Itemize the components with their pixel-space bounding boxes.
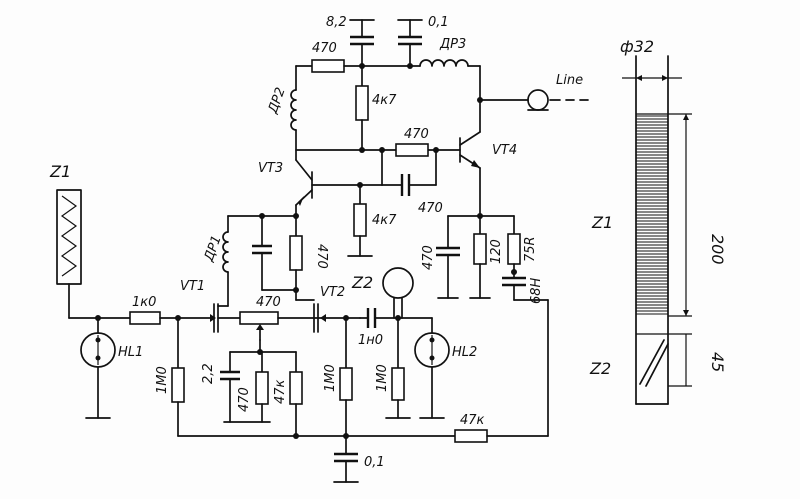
transistor-vt3 xyxy=(295,159,383,217)
label-r-120: 120 xyxy=(489,239,504,264)
label-hl1: HL1 xyxy=(118,345,143,360)
label-r-47k-fb: 47к xyxy=(460,413,485,428)
resistor-1m0-c xyxy=(385,317,411,419)
bottom-bus xyxy=(177,299,549,443)
capacitor-0-1-top xyxy=(397,19,423,67)
choke-dr3 xyxy=(419,59,481,133)
label-dr1: ДР1 xyxy=(201,234,224,265)
label-c-470-out: 470 xyxy=(421,245,436,270)
label-r-47k-a: 47к xyxy=(273,379,288,404)
lamp-hl2 xyxy=(414,317,450,419)
label-vt4: VT4 xyxy=(492,143,517,158)
label-z1: Z1 xyxy=(49,162,71,181)
label-c-470-a: 470 xyxy=(237,387,252,412)
label-pot-470: 470 xyxy=(256,295,281,310)
label-dim-45: 45 xyxy=(708,352,727,372)
loop-antenna-z2 xyxy=(382,267,414,319)
label-vt3: VT3 xyxy=(258,161,283,176)
label-r-470-fb: 470 xyxy=(404,127,429,142)
label-dim-diameter: ф32 xyxy=(620,37,654,56)
label-r-1m0-b: 1М0 xyxy=(323,364,338,392)
label-r-1k0: 1к0 xyxy=(132,295,156,310)
label-vt1: VT1 xyxy=(180,279,205,294)
transistor-vt2 xyxy=(295,299,361,333)
label-r-4k7-b: 4к7 xyxy=(372,213,397,228)
label-hl2: HL2 xyxy=(452,345,477,360)
potentiometer-470 xyxy=(239,311,319,355)
label-c-0-1-top: 0,1 xyxy=(428,15,449,30)
label-line: Line xyxy=(556,73,583,88)
coil-winding-hatch xyxy=(636,115,668,315)
vt1-source-rc xyxy=(252,213,303,301)
label-c-0-1-bottom: 0,1 xyxy=(364,455,385,470)
resistor-4k7-b xyxy=(347,184,373,257)
label-c-8-2: 8,2 xyxy=(326,15,347,30)
label-r-1m0-c: 1М0 xyxy=(375,364,390,392)
choke-dr2 xyxy=(290,65,313,161)
label-vt2: VT2 xyxy=(320,285,345,300)
label-dim-200: 200 xyxy=(708,234,727,265)
label-z2-side: Z2 xyxy=(589,359,611,378)
label-r-4k7-a: 4к7 xyxy=(372,93,397,108)
vt4-emitter-network xyxy=(436,213,526,301)
resistor-1m0-b xyxy=(339,317,353,437)
label-r-470-src: 470 xyxy=(314,244,329,269)
capacitor-0-1-bottom xyxy=(333,435,359,483)
label-dr2: ДР2 xyxy=(265,86,288,117)
resistor-1m0-a xyxy=(171,317,185,437)
label-z1-side: Z1 xyxy=(591,213,613,232)
feedback-rc xyxy=(379,143,439,196)
resistor-470-top xyxy=(311,59,421,73)
label-dr3: ДР3 xyxy=(439,37,466,52)
transistor-vt4 xyxy=(459,131,481,217)
lamp-hl1 xyxy=(80,315,116,419)
output-line-connector xyxy=(477,89,589,111)
label-r-75: 75R xyxy=(523,236,538,262)
transistor-vt1 xyxy=(210,271,241,333)
resistor-1k0 xyxy=(129,311,215,325)
antenna-z1 xyxy=(56,189,131,319)
resistor-4k7-a xyxy=(295,65,461,153)
capacitor-1n0 xyxy=(359,308,433,328)
label-r-1m0-a: 1М0 xyxy=(155,366,170,394)
source-network xyxy=(220,351,303,437)
capacitor-8-2 xyxy=(349,19,375,67)
label-c-68n: 68Н xyxy=(529,277,544,304)
label-c-470-fb: 470 xyxy=(418,201,443,216)
choke-dr1 xyxy=(222,215,297,273)
label-r-470-top: 470 xyxy=(312,41,337,56)
label-z2: Z2 xyxy=(351,273,373,292)
label-c-2-2: 2,2 xyxy=(201,363,216,384)
label-c-1n0: 1н0 xyxy=(358,333,383,348)
